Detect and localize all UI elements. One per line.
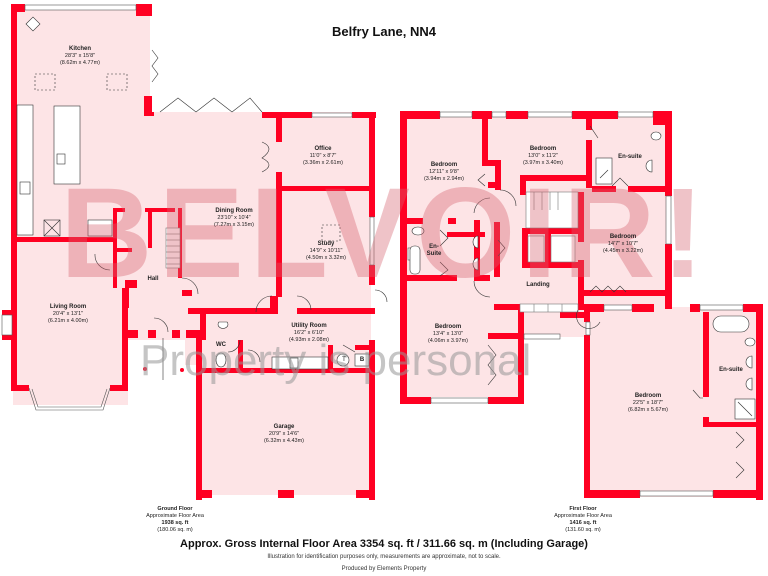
first-floor-details [409,125,756,479]
ground-floor-fills [13,5,371,495]
room-label-bedroom-2: Bedroom 13'0" x 11'2" (3.97m x 3.40m) [522,146,564,166]
ground-floor-windows [1,4,375,411]
room-label-dining-room: Dining Room 23'10" x 10'4" (7.27m x 3.15… [213,208,255,228]
ground-floor-area: Ground Floor Approximate Floor Area 1938… [146,506,204,533]
room-label-wc: WC [216,342,226,348]
room-label-utility-room: Utility Room 16'2" x 6'10" (4.93m x 2.08… [288,323,330,343]
tank-label: T [342,357,346,363]
room-label-en-suite-2: En-Suite [426,244,442,257]
producer-credit: Produced by Elements Property [341,566,427,572]
ground-floor-details [16,49,388,380]
room-label-study: Study 14'9" x 10'11" (4.50m x 3.32m) [305,241,347,261]
room-label-office: Office 11'0" x 8'7" (3.36m x 2.61m) [302,146,344,166]
room-label-bedroom-3: Bedroom 14'7" x 10'7" (4.45m x 3.22m) [602,234,644,254]
page-title: Belfry Lane, NN4 [331,24,437,39]
room-label-garage: Garage 20'9" x 14'6" (6.32m x 4.43m) [263,424,305,444]
room-label-en-suite-3: En-suite [719,367,743,373]
first-floor-windows [407,111,744,497]
first-floor-area: First Floor Approximate Floor Area 1416 … [554,506,612,533]
room-label-bedroom-1: Bedroom 12'11" x 9'8" (3.94m x 2.94m) [423,162,465,182]
room-label-landing: Landing [526,282,550,288]
room-label-bedroom-4: Bedroom 13'4" x 13'0" (4.06m x 3.97m) [427,324,469,344]
first-floor-walls [400,111,763,500]
room-label-living-room: Living Room 20'4" x 13'1" (6.21m x 4.00m… [47,304,89,324]
room-label-en-suite-1: En-suite [618,154,642,160]
room-label-kitchen: Kitchen 28'3" x 15'8" (8.62m x 4.77m) [59,46,101,66]
room-label-bedroom-5: Bedroom 22'5" x 18'7" (6.82m x 5.67m) [627,393,669,413]
room-label-hall: Hall [147,276,159,282]
kitchen-fire-symbol [25,16,41,32]
disclaimer: Illustration for identification purposes… [267,554,501,560]
gross-internal-area: Approx. Gross Internal Floor Area 3354 s… [180,538,588,550]
boiler-label: B [359,357,365,363]
